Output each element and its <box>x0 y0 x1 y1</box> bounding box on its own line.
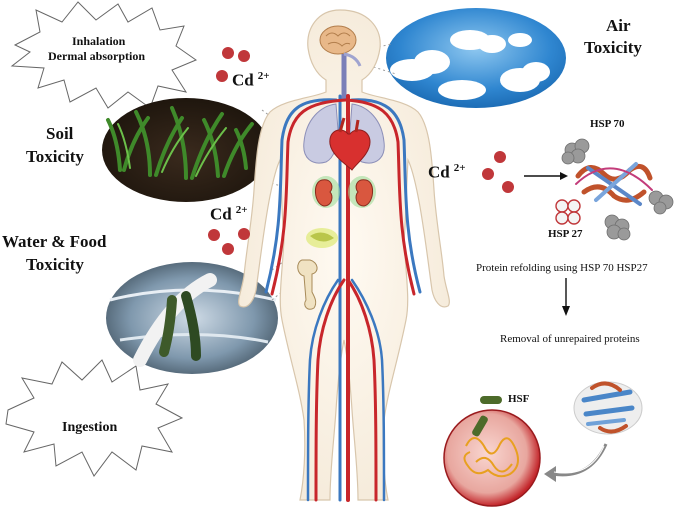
bladder-icon <box>306 228 338 248</box>
cd-ion-cluster-right <box>482 151 514 193</box>
label-hsp27: HSP 27 <box>548 228 583 240</box>
label-water-line2: Toxicity <box>26 255 84 275</box>
hsp27-chaperone-icon <box>556 200 580 224</box>
cycle-arrow-icon <box>544 444 606 482</box>
arrow-right-icon <box>524 172 568 180</box>
cloud-sky-photo <box>386 8 566 108</box>
cd-symbol: Cd <box>232 70 254 89</box>
label-water-line1: Water & Food <box>2 232 107 252</box>
label-soil-line1: Soil <box>46 124 73 144</box>
label-soil-line2: Toxicity <box>26 147 84 167</box>
cd-charge: 2+ <box>454 162 466 174</box>
cd-label-middle: Cd 2+ <box>210 204 248 224</box>
label-hsp70: HSP 70 <box>590 118 625 130</box>
label-ingestion: Ingestion <box>62 420 117 436</box>
brain-icon <box>320 26 356 54</box>
label-protein-refolding: Protein refolding using HSP 70 HSP27 <box>476 262 648 274</box>
label-removal: Removal of unrepaired proteins <box>500 333 640 345</box>
cd-charge: 2+ <box>258 70 270 82</box>
cd-symbol: Cd <box>428 162 450 181</box>
label-inhalation-line2: Dermal absorption <box>48 49 145 64</box>
cd-label-top: Cd 2+ <box>232 70 270 90</box>
label-air-line2: Toxicity <box>584 38 642 58</box>
arrow-down-icon <box>562 278 570 316</box>
label-inhalation-line1: Inhalation <box>72 34 125 49</box>
soil-plants-photo <box>102 98 270 202</box>
cell-nucleus-icon <box>444 410 540 506</box>
cd-label-right: Cd 2+ <box>428 162 466 182</box>
starburst-ingestion <box>6 360 182 476</box>
label-air-line1: Air <box>606 16 631 36</box>
refolded-protein-icon <box>574 382 642 434</box>
cd-charge: 2+ <box>236 204 248 216</box>
cd-ion-cluster-middle <box>208 228 250 255</box>
label-hsf: HSF <box>508 393 529 405</box>
cd-symbol: Cd <box>210 204 232 223</box>
hsf-icon <box>480 396 502 404</box>
protein-structure-icon <box>576 164 652 204</box>
